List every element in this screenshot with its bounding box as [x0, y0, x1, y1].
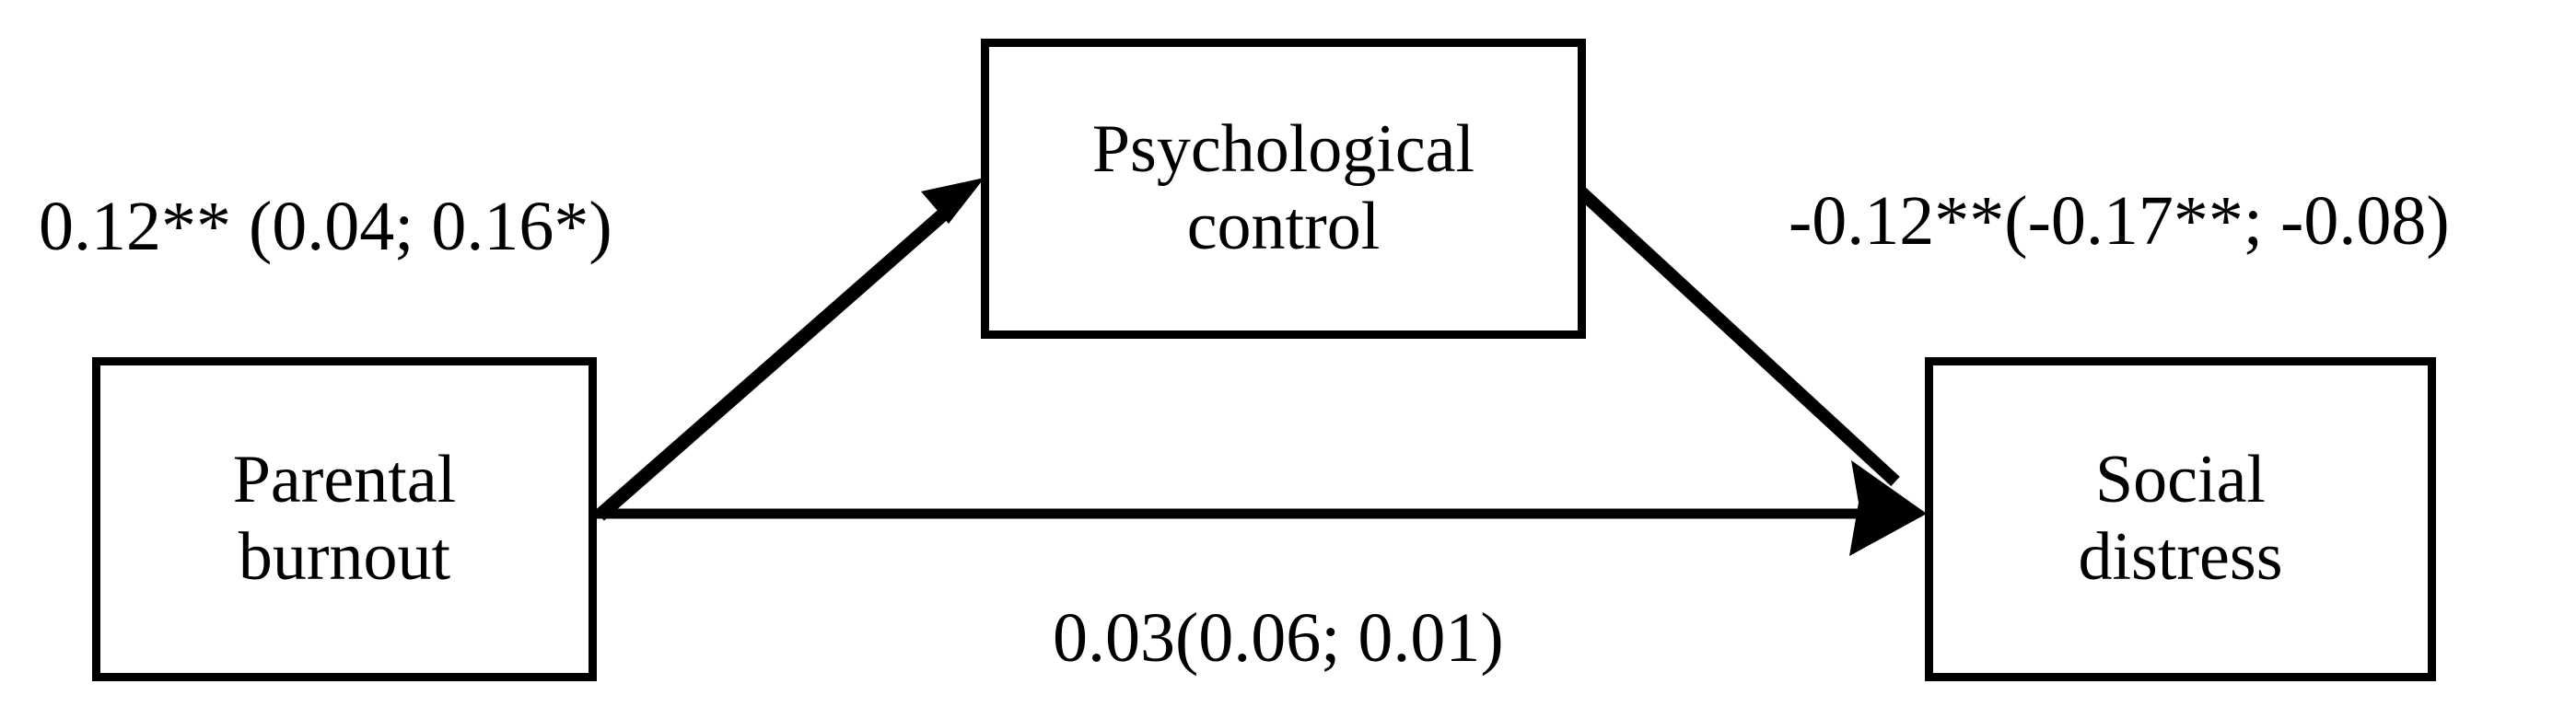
- node-parental-burnout[interactable]: Parental burnout: [92, 357, 597, 681]
- a-path-arrow: [595, 178, 985, 521]
- b-path-line: [1573, 183, 1900, 487]
- a-path-line: [595, 203, 955, 521]
- b-path-coefficient-label: -0.12**(-0.17**; -0.08): [1789, 182, 2450, 260]
- node-parental-burnout-label-line-2: burnout: [238, 519, 451, 595]
- c-path-coefficient-label: 0.03(0.06; 0.01): [1053, 599, 1504, 677]
- b-path-arrow: [1573, 183, 1900, 487]
- node-psychological-control-label-line-2: control: [1186, 189, 1381, 264]
- social-distress-arrowhead: [1849, 460, 1927, 556]
- a-path-coefficient-label: 0.12** (0.04; 0.16*): [39, 188, 612, 265]
- node-psychological-control-label-line-1: Psychological: [1091, 111, 1475, 188]
- a-path-arrowhead: [921, 178, 985, 224]
- node-social-distress-label-line-1: Social: [2095, 442, 2266, 518]
- node-social-distress-label-line-2: distress: [2078, 519, 2283, 595]
- node-parental-burnout-label-line-1: Parental: [232, 442, 457, 518]
- node-social-distress[interactable]: Social distress: [1925, 357, 2436, 681]
- node-psychological-control[interactable]: Psychological control: [981, 39, 1586, 339]
